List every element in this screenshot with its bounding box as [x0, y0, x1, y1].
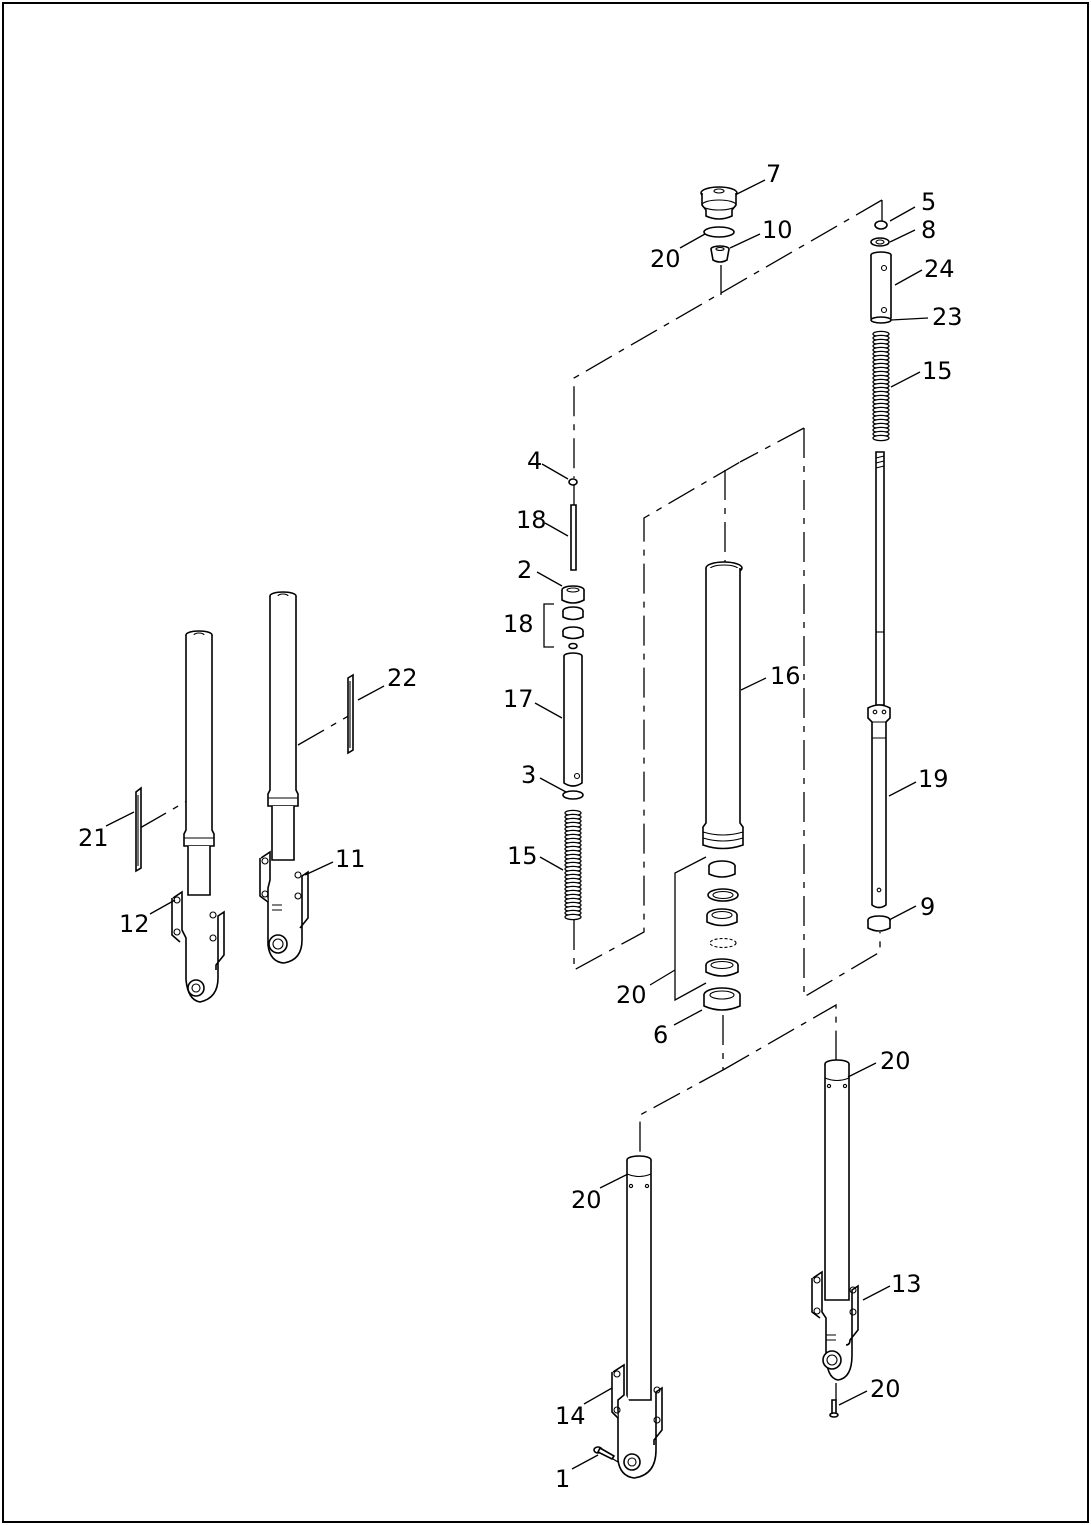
callout-10: 10 [762, 216, 793, 244]
callout-20-slider-right: 20 [880, 1047, 911, 1075]
valve-body-icon [561, 585, 585, 604]
spring-coil [564, 913, 582, 921]
callout-20-slider-left: 20 [571, 1186, 602, 1214]
callout-20-bushings: 20 [616, 981, 647, 1009]
callout-14: 14 [555, 1402, 586, 1430]
small-ball-icon [568, 478, 578, 486]
callout-15-lower: 15 [507, 842, 538, 870]
callout-5: 5 [921, 188, 936, 216]
callout-1: 1 [555, 1465, 570, 1493]
callout-3: 3 [521, 761, 536, 789]
callout-16: 16 [770, 662, 801, 690]
washer-icon [870, 237, 890, 247]
small-nut-icon [874, 220, 888, 230]
spring-coil [872, 434, 890, 442]
oil-seal-icon [703, 987, 741, 1011]
damper-cup-icon [867, 915, 891, 932]
cap-nut-icon [710, 245, 730, 263]
callout-23: 23 [932, 303, 963, 331]
callout-24: 24 [924, 255, 955, 283]
o-ring-icon [703, 226, 735, 238]
fork-slider-left-icon [611, 1155, 663, 1479]
callout-13: 13 [891, 1270, 922, 1298]
fork-spring-lower-icon [564, 809, 582, 921]
callout-21: 21 [78, 824, 109, 852]
pushrod-icon [570, 504, 577, 571]
callout-19: 19 [918, 765, 949, 793]
callout-11: 11 [335, 845, 366, 873]
fork-spring-upper-icon [872, 330, 890, 442]
fork-cap-bolt-icon [700, 186, 738, 220]
drain-screw-icon [593, 1446, 616, 1461]
callout-22: 22 [387, 664, 418, 692]
callout-20-cap: 20 [650, 245, 681, 273]
fork-slider-right-icon [811, 1059, 859, 1381]
callout-15-upper: 15 [922, 357, 953, 385]
callout-labels: 7 5 10 8 20 24 23 15 4 18 2 18 22 16 17 … [78, 160, 963, 1493]
spacer-tube-icon [870, 251, 892, 324]
callout-6: 6 [653, 1021, 668, 1049]
callout-17: 17 [503, 685, 534, 713]
callout-20-bolt: 20 [870, 1375, 901, 1403]
callout-18-stack: 18 [503, 610, 534, 638]
reflector-strip-right-icon [347, 673, 354, 755]
assembled-fork-right-icon [259, 591, 309, 964]
snap-ring-icon [562, 790, 584, 800]
axle-pinch-bolt-icon [829, 1399, 839, 1418]
callout-12: 12 [119, 910, 150, 938]
damper-rod-icon [867, 451, 891, 909]
bracket-20 [674, 856, 707, 1002]
bushing-stack-icon [705, 860, 739, 977]
callout-9: 9 [920, 893, 935, 921]
cartridge-tube-icon [563, 652, 583, 787]
callout-2: 2 [517, 556, 532, 584]
assembly-dash-lines [139, 199, 883, 1463]
leader-lines [105, 179, 929, 1470]
callout-8: 8 [921, 216, 936, 244]
callout-18-pushrod: 18 [516, 506, 547, 534]
reflector-strip-left-icon [135, 786, 142, 873]
bracket-18 [543, 603, 554, 648]
valve-stack-icon [562, 606, 584, 650]
callout-4: 4 [527, 447, 542, 475]
callout-7: 7 [766, 160, 781, 188]
assembled-fork-left-icon [171, 630, 225, 1003]
fork-tube-icon [702, 561, 744, 850]
